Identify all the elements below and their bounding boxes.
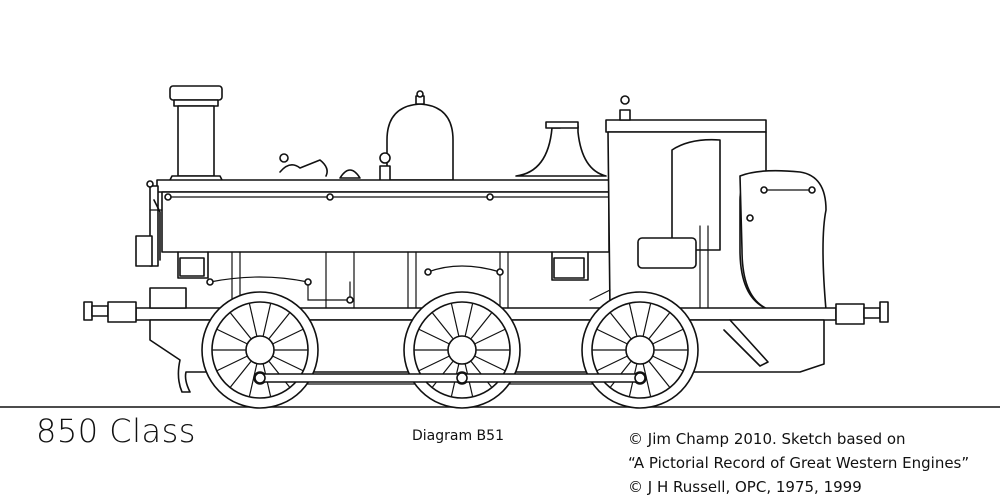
wheel-spoke [642, 364, 652, 397]
chimney [167, 85, 225, 185]
wheel-spoke [642, 303, 652, 336]
wheel-spoke [470, 312, 492, 339]
wheel-spoke [248, 364, 258, 397]
class-title: 850 Class [36, 412, 196, 450]
pannier-tank [146, 179, 654, 267]
wheel-spoke [464, 303, 474, 336]
wheel-spoke [248, 303, 258, 336]
fittings [279, 152, 391, 183]
wheel-spoke [652, 355, 683, 371]
wheel-spoke [230, 361, 252, 388]
wheel-spoke [217, 355, 248, 371]
wheel-spoke [419, 355, 450, 371]
wheel-spoke [262, 303, 272, 336]
wheel-spoke [272, 329, 303, 345]
wheel-spoke [268, 312, 290, 339]
wheel-spoke [450, 303, 460, 336]
diagram-number: Diagram B51 [412, 428, 504, 444]
rear-buffer [835, 301, 889, 325]
credit-line: © J H Russell, OPC, 1975, 1999 [628, 478, 862, 496]
wheel-spoke [432, 312, 454, 339]
safety-valve [515, 121, 607, 177]
credit-line: © Jim Champ 2010. Sketch based on [628, 430, 906, 448]
locomotive-drawing [0, 85, 1000, 409]
wheel-spoke [474, 355, 505, 371]
front-buffer [83, 301, 137, 323]
wheel-spoke [648, 312, 670, 339]
wheel-spoke [610, 312, 632, 339]
wheel-spoke [628, 303, 638, 336]
wheel-spoke [230, 312, 252, 339]
wheel-spoke [217, 329, 248, 345]
cab [605, 95, 827, 311]
cab-steps [723, 319, 769, 367]
coupling-rod [254, 372, 646, 384]
wheel-spoke [474, 329, 505, 345]
wheel-spoke [652, 329, 683, 345]
smokebox-front [135, 199, 163, 267]
dome [386, 90, 454, 181]
wheel-spoke [597, 355, 628, 371]
wheel-spoke [272, 355, 303, 371]
credit-line: “A Pictorial Record of Great Western Eng… [628, 454, 970, 472]
wheel-spoke [597, 329, 628, 345]
wheel-spoke [419, 329, 450, 345]
wheel-spoke [648, 361, 670, 388]
credits-block: © Jim Champ 2010. Sketch based on “A Pic… [628, 427, 969, 499]
